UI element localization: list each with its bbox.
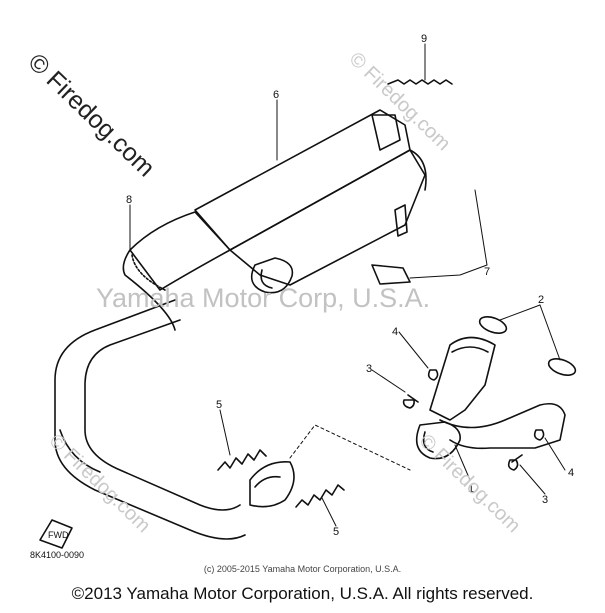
copyright-footer: ©2013 Yamaha Motor Corporation, U.S.A. A… [71, 584, 534, 603]
callout-5-upper: 5 [216, 399, 222, 411]
part-code: 8K4100-0090 [30, 550, 84, 560]
callout-2: 2 [538, 294, 544, 306]
callout-7: 7 [484, 266, 490, 278]
fasteners [402, 369, 545, 471]
leader-lines [129, 43, 566, 527]
callout-4-upper: 4 [392, 326, 398, 338]
springs [217, 79, 453, 508]
callout-6: 6 [273, 89, 279, 101]
callout-4-lower: 4 [568, 467, 574, 479]
callout-5-lower: 5 [333, 526, 339, 538]
watermark-yamaha-center: Yamaha Motor Corp, U.S.A. [96, 283, 431, 313]
callout-1: 1 [468, 483, 474, 495]
heat-shield [122, 211, 231, 331]
fwd-label: FWD [48, 530, 69, 540]
callout-3-upper: 3 [366, 363, 372, 375]
muffler [194, 109, 427, 294]
gaskets [478, 316, 577, 376]
callout-9: 9 [421, 33, 427, 45]
copyright-caption: (c) 2005-2015 Yamaha Motor Corporation, … [203, 564, 402, 574]
y-pipe-manifold [415, 336, 566, 460]
callout-8: 8 [126, 194, 132, 206]
exhaust-pipe [54, 299, 295, 540]
fwd-arrow [39, 519, 73, 549]
callout-3-lower: 3 [542, 494, 548, 506]
